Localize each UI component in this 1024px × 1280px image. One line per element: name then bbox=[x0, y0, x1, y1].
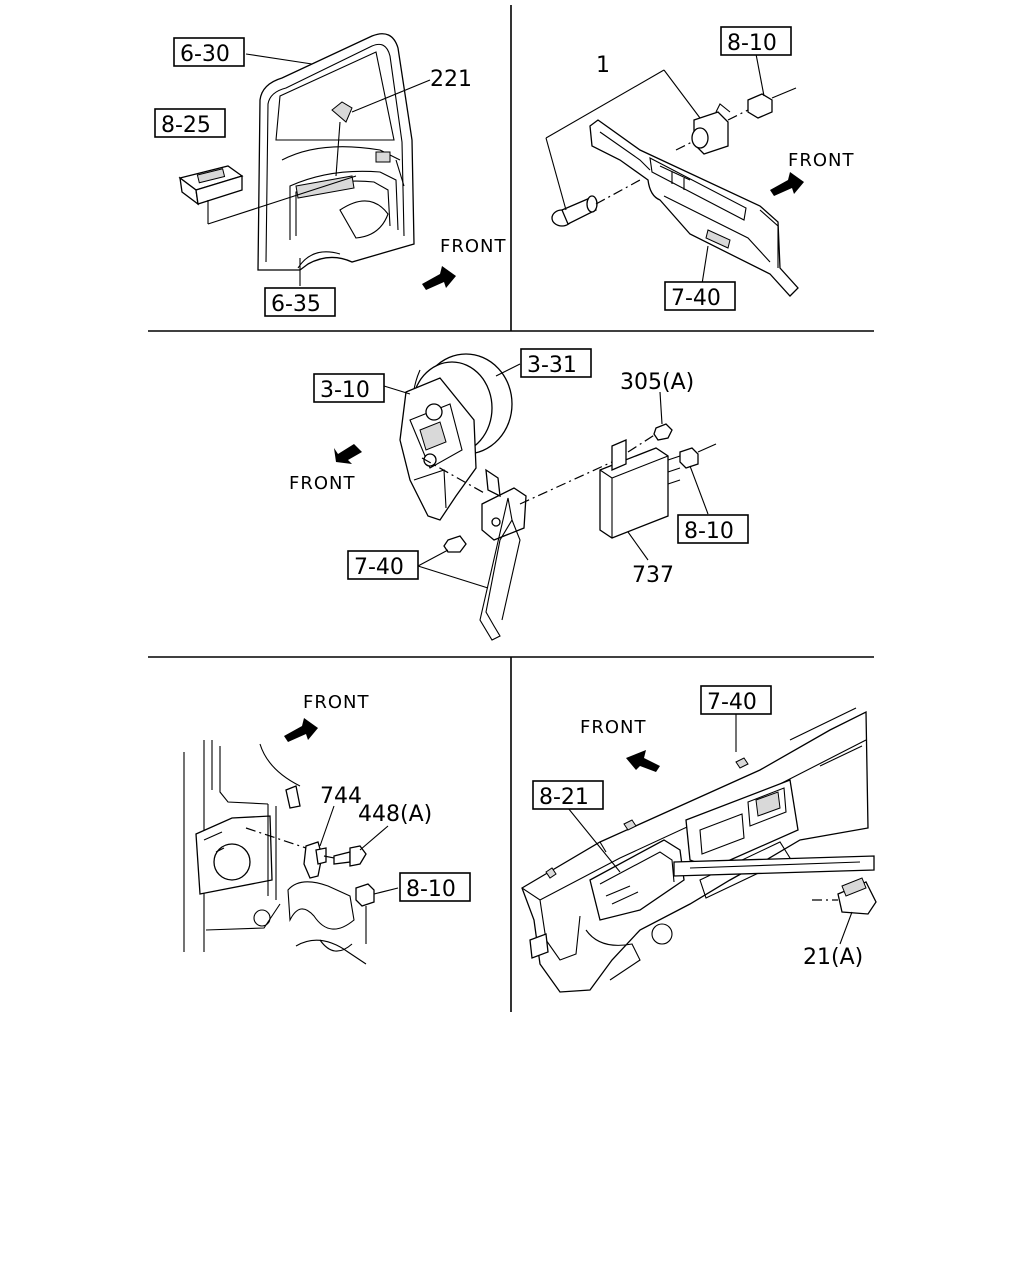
callout-box-7-40 bbox=[664, 281, 736, 311]
callout-744: 744 bbox=[320, 784, 362, 809]
dash-panel: FRONT 7-40 8-21 21(A) bbox=[521, 685, 877, 993]
door-panel: FRONT 6-30 8-25 221 6-35 bbox=[154, 33, 507, 317]
callout-8-10: 8-10 bbox=[684, 519, 734, 544]
dash-front-indicator: FRONT bbox=[580, 717, 660, 772]
pedal-assembly bbox=[399, 377, 477, 521]
front-arrow-icon bbox=[626, 750, 660, 772]
mirror-switch bbox=[331, 101, 353, 123]
callout-8-25: 8-25 bbox=[161, 113, 211, 138]
callout-box-8-25 bbox=[154, 108, 226, 138]
pillar-connector bbox=[747, 87, 797, 119]
module-connector bbox=[679, 443, 717, 469]
callout-box-8-10 bbox=[720, 26, 792, 56]
control-module bbox=[599, 439, 681, 539]
callout-221: 221 bbox=[430, 67, 472, 92]
front-label: FRONT bbox=[303, 692, 370, 713]
door-drawing bbox=[257, 33, 415, 271]
pillar-front-indicator: FRONT bbox=[770, 150, 855, 196]
front-label: FRONT bbox=[788, 150, 855, 171]
callout-box-6-35 bbox=[264, 287, 336, 317]
callout-box-8-10 bbox=[399, 872, 471, 902]
callout-box-7-40 bbox=[700, 685, 772, 715]
pedal-panel: FRONT 3-31 3-10 305(A) 8-10 7-40 737 bbox=[289, 348, 749, 641]
cab-structure bbox=[183, 740, 367, 965]
indicator-strip bbox=[673, 855, 875, 877]
pillar-leaders bbox=[545, 53, 765, 285]
callout-box-8-21 bbox=[532, 780, 604, 810]
pedal-leaders bbox=[383, 363, 709, 589]
callout-21a: 21(A) bbox=[803, 945, 863, 970]
pedal-front-indicator: FRONT bbox=[289, 444, 362, 494]
callout-3-31: 3-31 bbox=[527, 353, 577, 378]
callout-8-21: 8-21 bbox=[539, 785, 589, 810]
module-nut bbox=[653, 423, 673, 441]
bracket-connector bbox=[355, 883, 375, 944]
callout-box-7-40 bbox=[347, 550, 419, 580]
switch-21a bbox=[812, 877, 877, 915]
pillar-knob bbox=[551, 195, 598, 227]
bracket-front-indicator: FRONT bbox=[284, 692, 370, 742]
callout-737: 737 bbox=[632, 563, 674, 588]
front-arrow-icon bbox=[334, 444, 362, 464]
pillar-trim-drawing bbox=[589, 119, 799, 297]
callout-7-40: 7-40 bbox=[671, 286, 721, 311]
pillar-panel: FRONT 8-10 1 7-40 bbox=[545, 26, 855, 311]
bracket-nut bbox=[443, 535, 467, 553]
bracket-bolt bbox=[333, 845, 367, 867]
callout-box-6-30 bbox=[173, 37, 245, 67]
front-label: FRONT bbox=[580, 717, 647, 738]
callout-7-40: 7-40 bbox=[707, 690, 757, 715]
front-label: FRONT bbox=[440, 236, 507, 257]
callout-6-30: 6-30 bbox=[180, 42, 230, 67]
callout-box-3-31 bbox=[520, 348, 592, 378]
dashboard-drawing bbox=[521, 707, 869, 993]
dash-leaders bbox=[567, 712, 853, 945]
callout-305a: 305(A) bbox=[620, 370, 694, 395]
bracket-leaders bbox=[319, 805, 399, 895]
callout-box-8-10 bbox=[677, 514, 749, 544]
callout-3-10: 3-10 bbox=[320, 378, 370, 403]
callout-8-10: 8-10 bbox=[406, 877, 456, 902]
door-front-indicator: FRONT bbox=[422, 236, 507, 290]
switch-bracket bbox=[479, 468, 527, 641]
callout-8-10: 8-10 bbox=[727, 31, 777, 56]
window-switch bbox=[178, 165, 244, 206]
callout-box-3-10 bbox=[313, 373, 385, 403]
front-arrow-icon bbox=[422, 266, 456, 290]
panel-dividers bbox=[148, 5, 874, 1012]
door-leaders bbox=[207, 53, 431, 286]
front-arrow-icon bbox=[284, 718, 318, 742]
callout-6-35: 6-35 bbox=[271, 292, 321, 317]
callout-1: 1 bbox=[596, 53, 610, 78]
front-arrow-icon bbox=[770, 172, 804, 196]
bracket-clip bbox=[303, 841, 327, 879]
callout-448a: 448(A) bbox=[358, 802, 432, 827]
bracket-panel: FRONT 744 448(A) 8-10 bbox=[183, 692, 471, 965]
callout-7-40: 7-40 bbox=[354, 555, 404, 580]
front-label: FRONT bbox=[289, 473, 356, 494]
pillar-switch bbox=[691, 103, 731, 155]
